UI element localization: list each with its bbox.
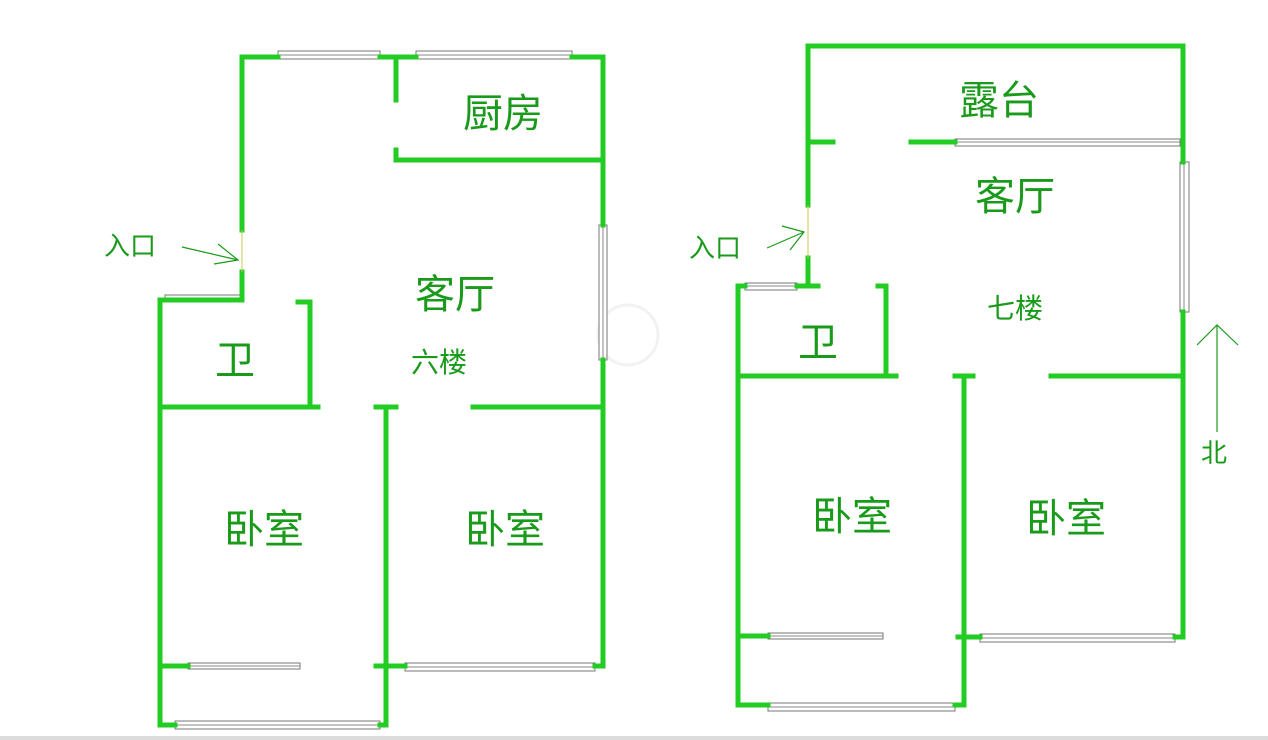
- floor-6-bedroom-right-label: 卧室: [465, 507, 545, 553]
- floor-7-entrance-label: 入口: [689, 234, 741, 264]
- floor-7-plan: 露台 客厅 七楼 卫 卧室 卧室 入口 北: [689, 43, 1239, 712]
- floor-6-bedroom-left-label: 卧室: [224, 507, 304, 553]
- floor-6-bathroom-label: 卫: [215, 338, 255, 384]
- floor-6-walls: [157, 54, 606, 728]
- floor-6-entrance-arrow: [181, 243, 240, 265]
- floor-7-walls: [735, 43, 1186, 708]
- floor-7-bathroom-label: 卫: [798, 320, 838, 366]
- watermark-logo: [596, 303, 660, 367]
- floor-6-plan: 厨房 客厅 六楼 卫 卧室 卧室 入口: [104, 50, 608, 730]
- north-label: 北: [1201, 439, 1227, 469]
- floor-7-bedroom-left-label: 卧室: [812, 494, 892, 540]
- floor-7-entrance-arrow: [766, 225, 806, 251]
- north-arrow-icon: [1196, 324, 1239, 432]
- floor-6-kitchen-label: 厨房: [463, 91, 543, 137]
- floor-6-living-room-label: 客厅: [415, 272, 495, 318]
- floor-7-terrace-label: 露台: [959, 78, 1039, 124]
- floor-6-floor-label: 六楼: [411, 346, 467, 379]
- floor-6-entrance-label: 入口: [104, 232, 156, 262]
- bottom-scroll-bar: [0, 736, 1268, 740]
- floor-7-bedroom-right-label: 卧室: [1026, 496, 1106, 542]
- floor-7-windows: [744, 138, 1190, 712]
- floor-7-living-room-label: 客厅: [975, 174, 1055, 220]
- floor-7-floor-label: 七楼: [987, 292, 1043, 325]
